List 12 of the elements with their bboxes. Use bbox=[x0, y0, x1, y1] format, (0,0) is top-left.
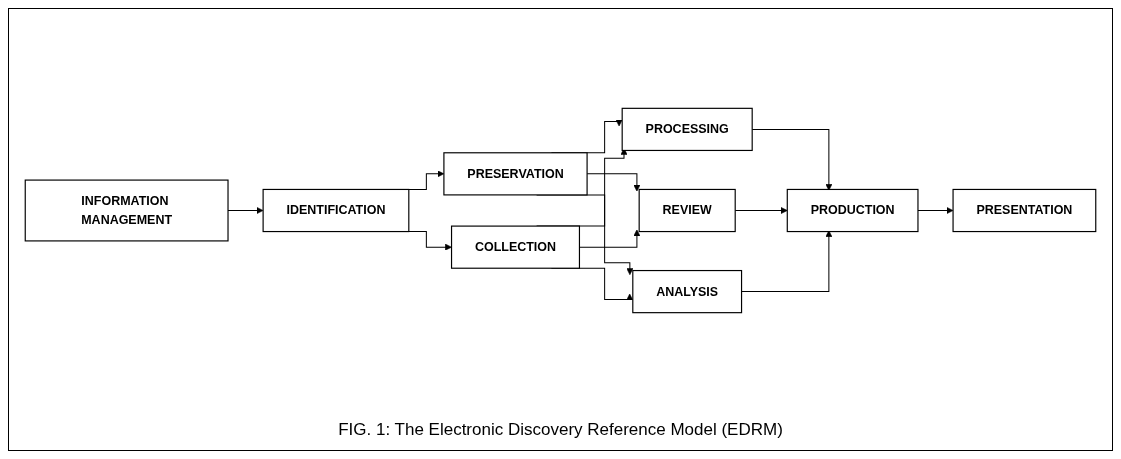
node-box: ANALYSIS bbox=[632, 269, 743, 314]
node-box: COLLECTION bbox=[450, 225, 581, 269]
node-box: INFORMATION MANAGEMENT bbox=[24, 179, 229, 242]
arrow bbox=[741, 230, 833, 293]
node-box: PRESENTATION bbox=[952, 188, 1097, 233]
node-box: PROCESSING bbox=[621, 107, 753, 152]
node-box: PRODUCTION bbox=[786, 188, 919, 233]
node-box: PRESERVATION bbox=[443, 152, 588, 196]
figure-caption: FIG. 1: The Electronic Discovery Reference Model (EDRM) bbox=[338, 420, 783, 440]
arrow bbox=[917, 207, 954, 214]
node-box: IDENTIFICATION bbox=[262, 188, 410, 233]
node-box: REVIEW bbox=[638, 188, 736, 233]
